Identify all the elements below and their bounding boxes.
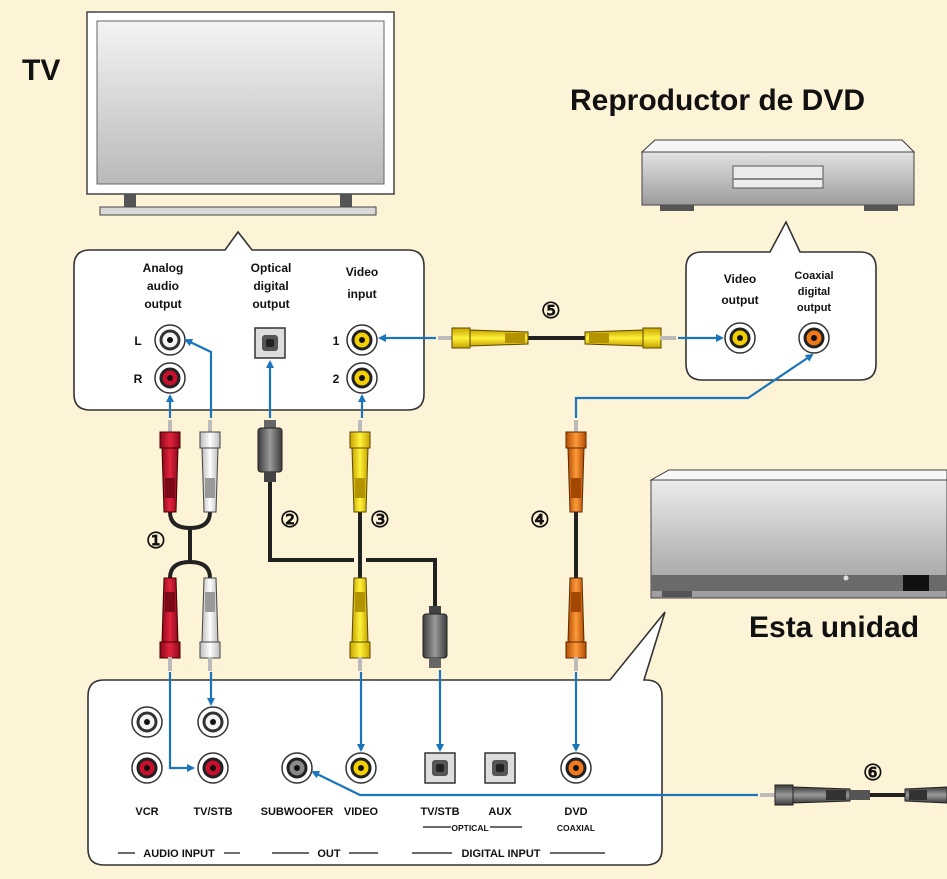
tv-video-jack-1 [346, 324, 378, 356]
left-channel-label: L [134, 334, 141, 348]
right-channel-label: R [134, 372, 143, 386]
subwoofer-plug [760, 784, 870, 806]
dvd-video-output-label-1: Video [724, 272, 756, 286]
cable-1-plugs [159, 420, 221, 671]
audio-input-group-label: AUDIO INPUT [143, 848, 215, 860]
dvd-disc-tray [732, 165, 824, 189]
orange-plug-bottom [565, 577, 587, 671]
optical-plug-bottom [422, 606, 448, 668]
video-input-label-1: Video [346, 265, 378, 279]
group-bracket-lines [118, 826, 605, 854]
analog-audio-label-3: output [144, 297, 181, 311]
cable-number-3: ③ [370, 507, 390, 532]
cable-wires [168, 336, 905, 797]
dvd-coaxial-label-3: output [797, 302, 832, 314]
connection-arrows [166, 334, 814, 797]
tv-video-jack-2 [346, 362, 378, 394]
white-plug-bottom [199, 577, 221, 671]
cable-2-plugs [257, 420, 448, 668]
yellow-plug-top [349, 420, 371, 513]
tv-audio-jack-r [154, 362, 186, 394]
cable-3-plugs [349, 420, 371, 671]
optical-digital-label-3: output [252, 297, 289, 311]
dvd-coaxial-label-2: digital [798, 286, 830, 298]
video-out-jack [345, 752, 377, 784]
cable-5-plugs [438, 327, 676, 349]
cable-6-plugs [760, 784, 947, 806]
dvd-coaxial-input-jack [560, 752, 592, 784]
receiver-illustration [649, 469, 947, 599]
optical-tv-stb-jack [424, 752, 456, 784]
cable-1-wire-bottom [168, 559, 212, 579]
dvd-video-output-jack [724, 322, 756, 354]
arrow-to-subwoofer [311, 771, 758, 797]
yellow-plug-right [584, 327, 676, 349]
red-plug-top [159, 420, 181, 513]
tv-audio-jack-l [154, 324, 186, 356]
dvd-input-label: DVD [564, 806, 587, 818]
video-input-2-label: 2 [333, 372, 340, 386]
yellow-plug-bottom [349, 577, 371, 671]
video-input-label-2: input [347, 287, 376, 301]
cable-number-6: ⑥ [863, 760, 883, 785]
cable-number-4: ④ [530, 507, 550, 532]
tv-stb-audio-white-jack [197, 706, 229, 738]
dvd-player-title: Reproductor de DVD [570, 84, 865, 117]
video-out-label: VIDEO [344, 806, 379, 818]
subwoofer-out-jack [281, 752, 313, 784]
cable-4-plugs [565, 420, 587, 671]
dvd-video-output-label-2: output [721, 293, 758, 307]
cable-number-1: ① [146, 528, 166, 553]
cable-number-2: ② [280, 507, 300, 532]
vcr-label: VCR [135, 806, 158, 818]
vcr-audio-red-jack [131, 752, 163, 784]
dvd-coaxial-output-jack [798, 322, 830, 354]
dvd-jacks [724, 322, 830, 354]
out-group-label: OUT [317, 848, 341, 860]
cable-2-wire [268, 480, 437, 612]
cable-number-5: ⑤ [541, 298, 561, 323]
optical-aux-label: AUX [488, 806, 512, 818]
analog-audio-label-1: Analog [143, 261, 184, 275]
tv-stand [99, 206, 377, 216]
red-plug-bottom [159, 577, 181, 671]
tv-leg-left [124, 194, 136, 208]
tv-jacks [154, 324, 378, 394]
subwoofer-plug-far [904, 786, 947, 804]
receiver-connection-panel [87, 611, 666, 866]
tv-illustration [86, 11, 395, 216]
this-unit-title: Esta unidad [749, 611, 919, 644]
optical-group-label: OPTICAL [451, 823, 488, 833]
cable-1-wire-top [168, 511, 212, 531]
orange-plug-top [565, 420, 587, 513]
dvd-coaxial-label-1: Coaxial [794, 270, 833, 282]
yellow-plug-left [438, 327, 529, 349]
optical-plug-top [257, 420, 283, 482]
digital-input-group-label: DIGITAL INPUT [461, 848, 540, 860]
arrow-white-to-tv-l [184, 338, 213, 418]
subwoofer-label: SUBWOOFER [261, 806, 334, 818]
tv-title: TV [22, 54, 60, 87]
tv-screen [96, 20, 385, 185]
tv-stb-audio-label: TV/STB [193, 806, 232, 818]
arrow-to-dvd-coaxial [574, 353, 814, 418]
arrow-red-to-receiver [168, 672, 195, 772]
tv-optical-jack [254, 327, 286, 359]
receiver-jacks [131, 706, 592, 784]
video-input-1-label: 1 [333, 334, 340, 348]
optical-aux-jack [484, 752, 516, 784]
optical-digital-label-1: Optical [251, 261, 292, 275]
dvd-connection-panel [685, 220, 877, 381]
tv-leg-right [340, 194, 352, 208]
optical-tv-stb-label: TV/STB [420, 806, 459, 818]
coaxial-label: COAXIAL [557, 823, 595, 833]
dvd-player-illustration [640, 139, 916, 211]
analog-audio-label-2: audio [147, 279, 179, 293]
tv-stb-audio-red-jack [197, 752, 229, 784]
vcr-audio-white-jack [131, 706, 163, 738]
white-plug-top [199, 420, 221, 513]
optical-digital-label-2: digital [253, 279, 288, 293]
